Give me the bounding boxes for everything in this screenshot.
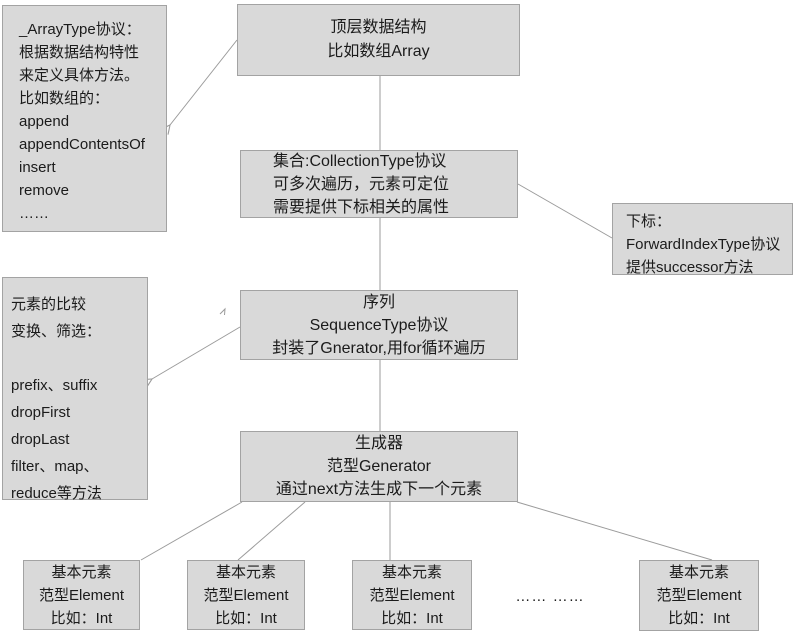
note-line: 根据数据结构特性 [19, 44, 140, 61]
box-line: 顶层数据结构 [330, 19, 427, 36]
box-line: 基本元素 [51, 563, 112, 581]
note-line: …… [19, 205, 49, 222]
note-line-blank [11, 345, 145, 372]
box-array-protocol-note: _ArrayType协议： 根据数据结构特性 来定义具体方法。 比如数组的： a… [2, 5, 167, 232]
box-line: 范型Generator [326, 458, 432, 475]
note-line: 元素的比较 [11, 296, 87, 313]
box-line: 封装了Gnerator,用for循环遍历 [272, 339, 486, 357]
small-arrowhead-mark [219, 307, 226, 316]
arrow-top-to-array-note [170, 39, 238, 125]
box-element-4: 基本元素 范型Element 比如：Int [639, 560, 759, 631]
box-line: 比如：Int [215, 609, 277, 627]
line-generator-to-element-1 [140, 501, 243, 561]
note-line: 来定义具体方法。 [19, 67, 140, 84]
box-line: 通过next方法生成下一个元素 [275, 481, 483, 498]
note-line: 比如数组的： [19, 90, 110, 107]
box-line: 基本元素 [381, 563, 442, 581]
box-operations-note: 元素的比较 变换、筛选： prefix、suffix dropFirst dro… [2, 277, 148, 502]
note-line: insert [19, 159, 56, 176]
box-element-1: 基本元素 范型Element 比如：Int [23, 560, 140, 630]
note-line: _ArrayType协议： [19, 21, 141, 38]
box-line: 比如：Int [50, 609, 113, 627]
box-line: 可多次遍历，元素可定位 [273, 175, 450, 193]
note-line: remove [19, 182, 70, 199]
box-line: 需要提供下标相关的属性 [273, 198, 450, 216]
note-line: 变换、筛选： [11, 323, 102, 340]
line-generator-to-element-2 [237, 501, 306, 561]
note-line: dropFirst [11, 404, 71, 421]
box-sequence-type: 序列 SequenceType协议 封装了Gnerator,用for循环遍历 [240, 290, 518, 360]
box-element-2: 基本元素 范型Element 比如：Int [187, 560, 305, 630]
note-line: 下标： [626, 213, 672, 230]
ellipsis-between-elements: …… …… [515, 588, 585, 605]
line-generator-to-element-4 [516, 501, 713, 561]
box-line: 基本元素 [215, 563, 276, 581]
box-line: 范型Element [203, 586, 289, 604]
note-line: dropLast [11, 431, 70, 448]
box-element-3: 基本元素 范型Element 比如：Int [352, 560, 472, 630]
box-line: SequenceType协议 [309, 316, 449, 334]
note-line: ForwardIndexType协议 [626, 236, 781, 253]
box-generator: 生成器 范型Generator 通过next方法生成下一个元素 [240, 431, 518, 502]
box-line: 比如：Int [381, 609, 443, 627]
box-line: 范型Element [656, 587, 742, 604]
note-line: appendContentsOf [19, 136, 145, 153]
line-collection-to-subscript [517, 183, 613, 239]
note-line: reduce等方法 [11, 485, 102, 502]
box-line: 比如：Int [668, 610, 730, 627]
box-line: 范型Element [38, 586, 125, 604]
note-line: prefix、suffix [11, 377, 98, 394]
box-collection-type: 集合:CollectionType协议 可多次遍历，元素可定位 需要提供下标相关… [240, 150, 518, 218]
arrow-sequence-to-ops-note [152, 326, 241, 379]
box-line: 范型Element [369, 586, 455, 604]
note-line: 提供successor方法 [626, 259, 754, 276]
box-line: 生成器 [354, 435, 403, 452]
box-top-data-structure: 顶层数据结构 比如数组Array [237, 4, 520, 76]
box-forward-index-type: 下标： ForwardIndexType协议 提供successor方法 [612, 203, 793, 276]
box-line: 集合:CollectionType协议 [273, 152, 447, 170]
box-line: 基本元素 [668, 564, 729, 581]
box-line: 序列 [362, 293, 395, 311]
box-line: 比如数组Array [327, 43, 430, 60]
note-line: append [19, 113, 70, 130]
note-line: filter、map、 [11, 458, 99, 475]
